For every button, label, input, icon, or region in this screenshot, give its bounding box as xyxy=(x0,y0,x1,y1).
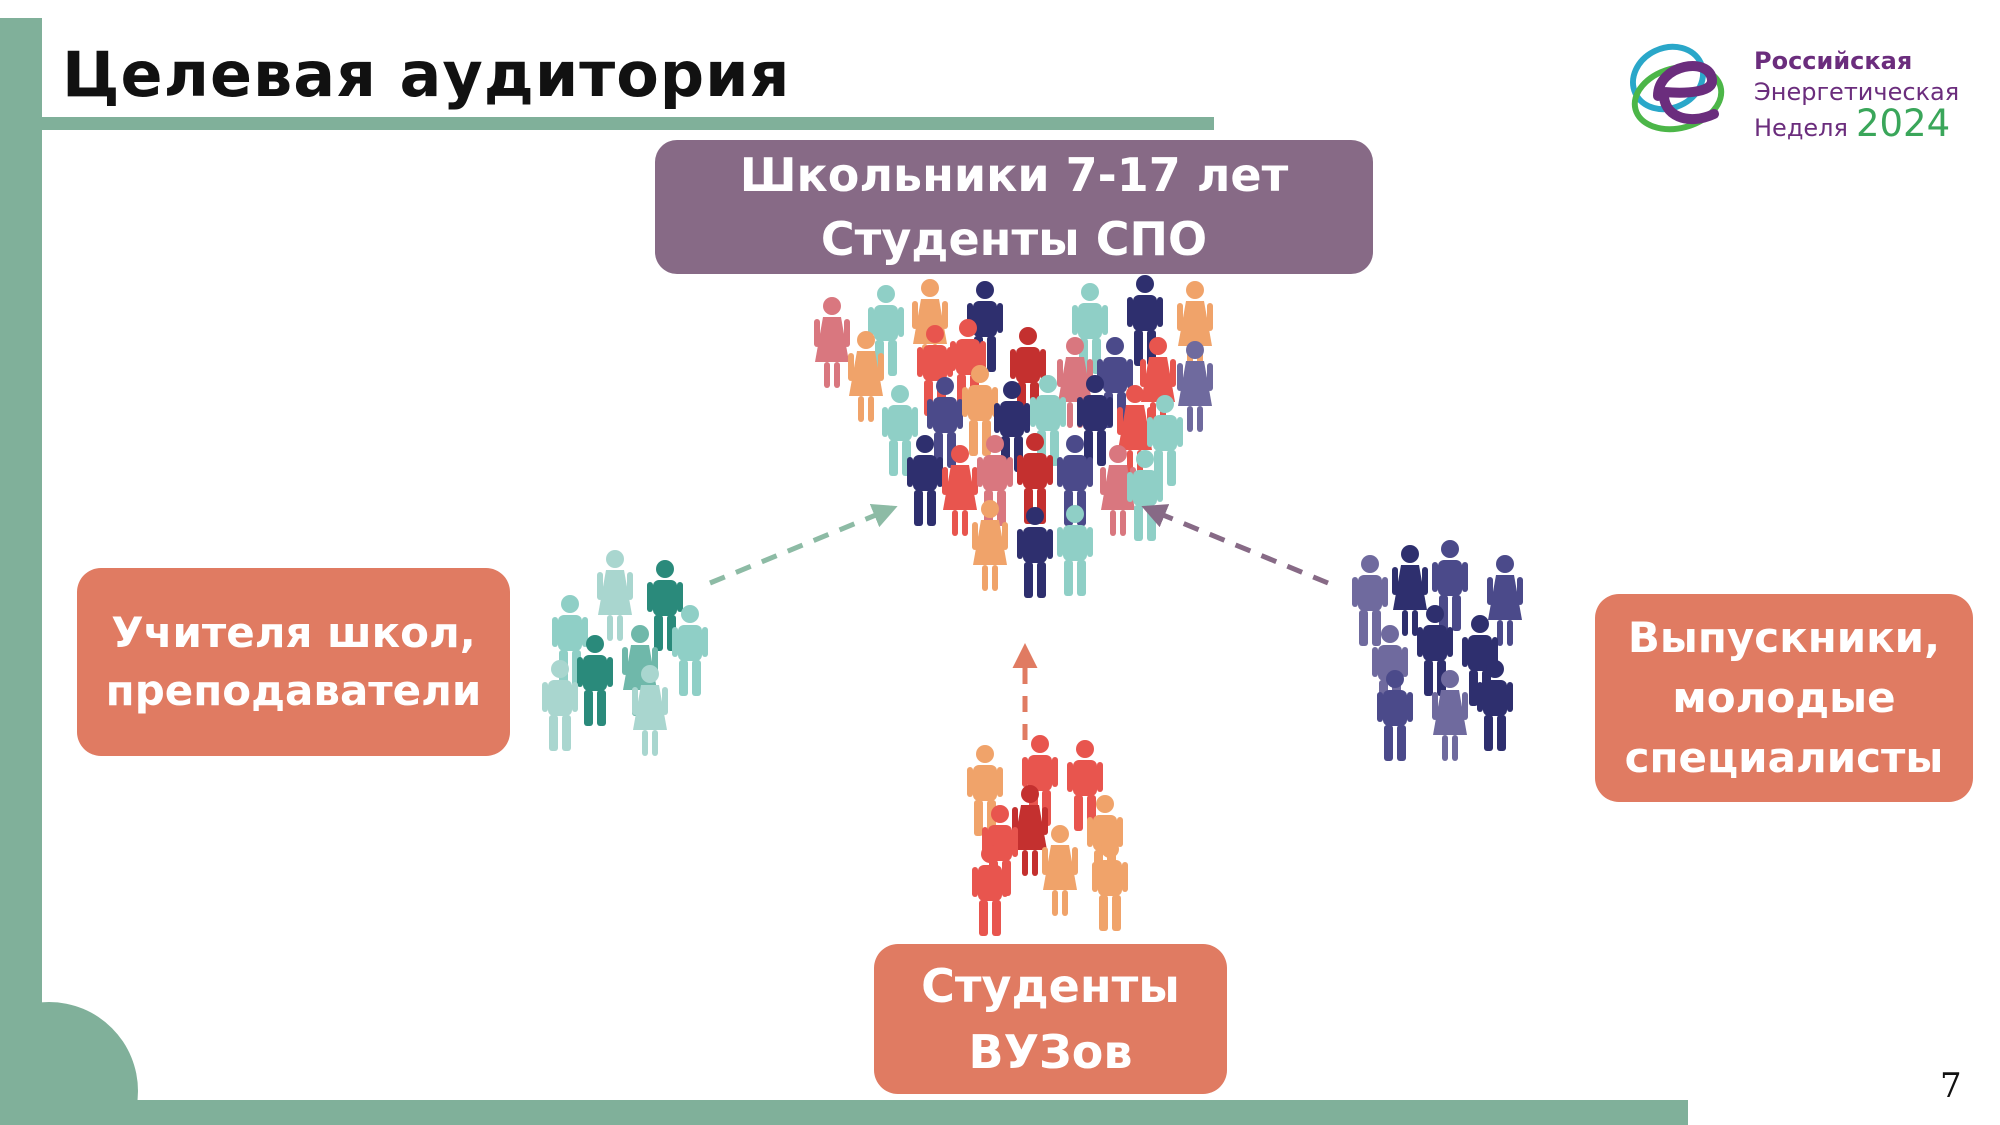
audience-label: специалисты xyxy=(1624,733,1944,782)
audience-label: Студенты СПО xyxy=(820,212,1208,266)
audience-label: ВУЗов xyxy=(968,1025,1133,1079)
energy-week-logo-icon xyxy=(1629,43,1725,133)
left-accent-bar xyxy=(0,18,42,1125)
logo-year: 2024 xyxy=(1855,102,1951,145)
people-group-teal-icon xyxy=(542,550,708,756)
page-number: 7 xyxy=(1940,1066,1962,1106)
people-group-navy-icon xyxy=(1352,540,1523,761)
audience-label: преподаватели xyxy=(105,666,482,715)
audience-box-university-students: Студенты ВУЗов xyxy=(874,944,1227,1094)
logo-line-3-text: Неделя xyxy=(1754,114,1848,142)
audience-box-schoolchildren: Школьники 7-17 лет Студенты СПО xyxy=(655,140,1373,274)
people-group-coral-icon xyxy=(967,735,1128,936)
audience-label: молодые xyxy=(1672,673,1896,722)
slide-title: Целевая аудитория xyxy=(62,38,791,111)
audience-label: Учителя школ, xyxy=(111,608,476,657)
audience-label: Выпускники, xyxy=(1627,613,1941,662)
logo-line-2: Энергетическая xyxy=(1754,78,1960,106)
dashed-arrow-icon xyxy=(1141,504,1329,586)
people-crowd-icon xyxy=(814,275,1213,598)
audience-box-teachers: Учителя школ, преподаватели xyxy=(77,568,510,756)
dashed-arrow-icon xyxy=(709,504,898,586)
audience-label: Школьники 7-17 лет xyxy=(739,148,1289,202)
logo-line-1: Российская xyxy=(1754,47,1913,75)
title-underline xyxy=(42,117,1214,130)
audience-label: Студенты xyxy=(921,959,1180,1013)
bottom-accent-bar xyxy=(0,1100,1688,1125)
audience-box-graduates: Выпускники, молодые специалисты xyxy=(1595,594,1973,802)
